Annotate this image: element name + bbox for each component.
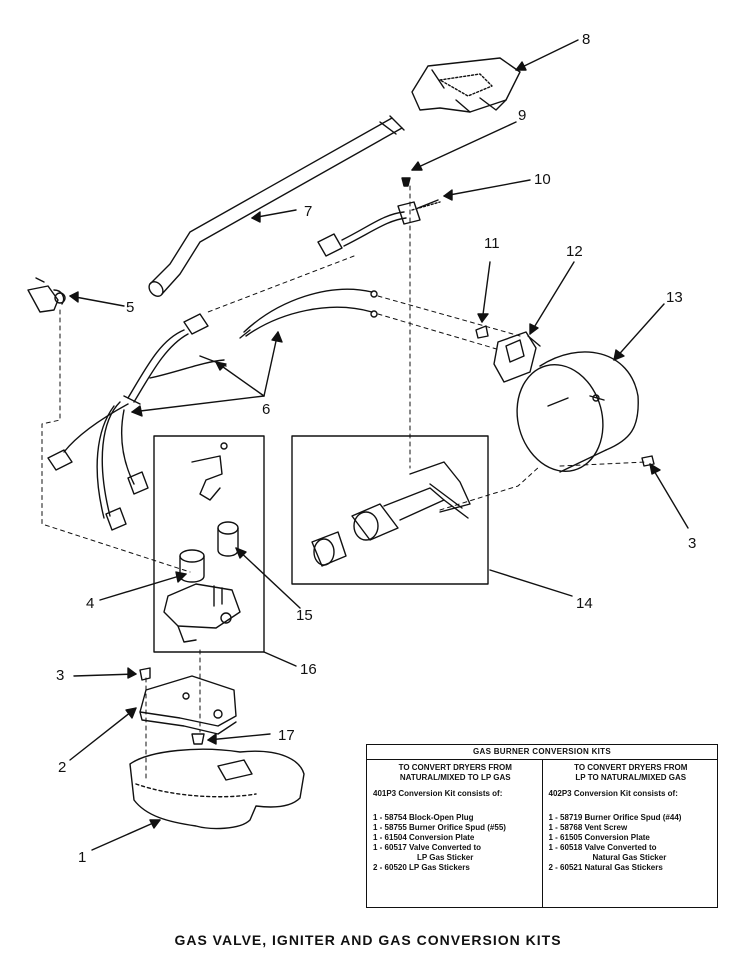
kit-item: 1 - 61505 Conversion Plate [548, 833, 650, 842]
kit-item: LP Gas Sticker [417, 853, 474, 862]
part-17-screw [191, 733, 205, 745]
kit-heading-line: TO CONVERT DRYERS FROM [574, 763, 688, 772]
kit-item: 1 - 58768 Vent Screw [548, 823, 628, 832]
kit-heading-line: LP TO NATURAL/MIXED GAS [575, 773, 687, 782]
part-3-screw-right [641, 455, 655, 467]
conversion-kits-table: GAS BURNER CONVERSION KITS TO CONVERT DR… [366, 744, 718, 908]
kit-column-lp-heading: TO CONVERT DRYERS FROM NATURAL/MIXED TO … [373, 763, 538, 783]
kit-column-lp: TO CONVERT DRYERS FROM NATURAL/MIXED TO … [367, 760, 542, 908]
kit-table-title: GAS BURNER CONVERSION KITS [367, 745, 717, 760]
part-6-wire-harness [47, 288, 378, 531]
part-12-bracket [493, 331, 541, 383]
callout-7: 7 [304, 203, 312, 220]
callout-1: 1 [78, 849, 86, 866]
part-3-screw-left [139, 667, 151, 681]
kit-item: 1 - 58754 Block-Open Plug [373, 813, 474, 822]
callout-3-right: 3 [688, 535, 696, 552]
part-5-clip [27, 277, 66, 313]
page-title: GAS VALVE, IGNITER AND GAS CONVERSION KI… [174, 932, 562, 948]
callout-12: 12 [566, 243, 583, 260]
part-14-igniter-box [291, 435, 489, 585]
callout-4: 4 [86, 595, 94, 612]
part-11-screw [475, 325, 489, 339]
kit-column-natural-heading: TO CONVERT DRYERS FROM LP TO NATURAL/MIX… [549, 763, 714, 783]
callout-16: 16 [300, 661, 317, 678]
callout-leaders [69, 39, 689, 851]
callout-8: 8 [582, 31, 590, 48]
kit-intro: 402P3 Conversion Kit consists of: [548, 789, 678, 798]
part-10-wire-harness [317, 199, 441, 257]
kit-item: 1 - 58719 Burner Orifice Spud (#44) [548, 813, 682, 822]
kit-item: 1 - 61504 Conversion Plate [373, 833, 475, 842]
kit-item: 2 - 60521 Natural Gas Stickers [548, 863, 663, 872]
callout-13: 13 [666, 289, 683, 306]
kit-item: 2 - 60520 LP Gas Stickers [373, 863, 470, 872]
kit-intro: 401P3 Conversion Kit consists of: [373, 789, 503, 798]
kit-item: 1 - 60517 Valve Converted to [373, 843, 482, 852]
callout-9: 9 [518, 107, 526, 124]
kit-heading-line: TO CONVERT DRYERS FROM [398, 763, 512, 772]
kit-item: 1 - 60518 Valve Converted to [548, 843, 657, 852]
part-13-burner-funnel [516, 351, 639, 473]
kit-column-natural: TO CONVERT DRYERS FROM LP TO NATURAL/MIX… [541, 760, 718, 908]
part-9-screw [401, 177, 411, 187]
callout-2: 2 [58, 759, 66, 776]
callout-10: 10 [534, 171, 551, 188]
callout-11: 11 [484, 235, 500, 252]
callout-6: 6 [262, 401, 270, 418]
kit-item: Natural Gas Sticker [592, 853, 667, 862]
part-8-bracket [411, 57, 521, 113]
kit-item: 1 - 58755 Burner Orifice Spud (#55) [373, 823, 506, 832]
callout-17: 17 [278, 727, 295, 744]
part-1-base [129, 748, 305, 830]
callout-14: 14 [576, 595, 593, 612]
callout-15: 15 [296, 607, 313, 624]
callout-5: 5 [126, 299, 134, 316]
callout-3-left: 3 [56, 667, 64, 684]
kit-heading-line: NATURAL/MIXED TO LP GAS [399, 773, 511, 782]
part-7-tube [148, 115, 405, 297]
part-16-valve-box [153, 435, 265, 653]
part-2-plate [139, 675, 237, 735]
